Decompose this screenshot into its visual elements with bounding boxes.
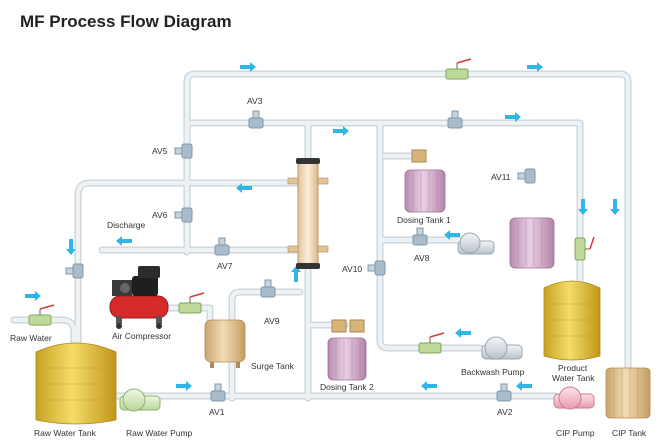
valve-av7[interactable] [214, 237, 230, 256]
valve-av6[interactable] [174, 207, 193, 223]
flow-arrow-right [176, 381, 192, 391]
dosing-pump-1[interactable] [457, 232, 495, 255]
air-compressor[interactable] [109, 266, 169, 329]
valve-av3[interactable] [248, 110, 264, 129]
label-dosing-tank-1: Dosing Tank 1 [397, 215, 451, 225]
flow-arrow-right [505, 112, 521, 122]
flow-arrow-right [240, 62, 256, 72]
flow-arrow-down [66, 239, 76, 255]
label-raw-water-pump: Raw Water Pump [126, 428, 193, 438]
manual-valve-raw-water[interactable] [28, 304, 55, 326]
flow-arrow-left [455, 328, 471, 338]
cip-tank[interactable] [605, 367, 651, 419]
label-product-water-tank-line1: Product [558, 363, 588, 373]
label-discharge: Discharge [107, 220, 146, 230]
backwash-tank[interactable] [509, 217, 555, 269]
valves [65, 110, 536, 402]
surge-tank[interactable] [204, 319, 246, 368]
label-raw-water-tank: Raw Water Tank [34, 428, 97, 438]
product-water-tank[interactable] [543, 280, 601, 361]
raw-water-tank[interactable] [35, 342, 117, 425]
label-av1: AV1 [209, 407, 225, 417]
label-cip-tank: CIP Tank [612, 428, 647, 438]
manual-valve-product[interactable] [574, 236, 595, 261]
valve-av1[interactable] [210, 383, 226, 402]
label-av8: AV8 [414, 253, 430, 263]
dosing-tank-1[interactable] [404, 149, 446, 213]
labels: AV1 AV2 AV3 AV5 AV6 AV7 AV8 AV9 AV10 AV1… [10, 96, 647, 438]
valve-raw-water-tank-inlet[interactable] [65, 263, 84, 279]
manual-valves [28, 58, 595, 354]
label-cip-pump: CIP Pump [556, 428, 595, 438]
valve-av8[interactable] [412, 227, 428, 246]
flow-arrow-left [421, 381, 437, 391]
flow-arrow-right [333, 126, 349, 136]
label-av3: AV3 [247, 96, 263, 106]
valve-av9[interactable] [260, 279, 276, 298]
label-dosing-tank-2: Dosing Tank 2 [320, 382, 374, 392]
label-backwash-pump: Backwash Pump [461, 367, 525, 377]
flow-arrows [25, 62, 620, 391]
label-av2: AV2 [497, 407, 513, 417]
valve-av10[interactable] [367, 260, 386, 276]
valve-av5[interactable] [174, 143, 193, 159]
diagram-title: MF Process Flow Diagram [20, 12, 232, 31]
label-av6: AV6 [152, 210, 168, 220]
flow-arrow-right [25, 291, 41, 301]
manual-valve-compressor[interactable] [178, 292, 205, 314]
backwash-pump[interactable] [481, 336, 523, 360]
label-av7: AV7 [217, 261, 233, 271]
flow-arrow-left [444, 230, 460, 240]
dosing-tank-2[interactable] [327, 319, 367, 381]
label-av10: AV10 [342, 264, 362, 274]
manual-valve-backwash[interactable] [418, 332, 445, 354]
raw-water-pump[interactable] [119, 388, 161, 412]
label-product-water-tank-line2: Water Tank [552, 373, 595, 383]
label-air-compressor: Air Compressor [112, 331, 171, 341]
label-av9: AV9 [264, 316, 280, 326]
label-av11: AV11 [491, 172, 511, 182]
label-surge-tank: Surge Tank [251, 361, 295, 371]
manual-valve-top[interactable] [445, 58, 472, 80]
label-av5: AV5 [152, 146, 168, 156]
valve-av11[interactable] [517, 168, 536, 184]
pipe-network [10, 70, 632, 402]
flow-arrow-left [116, 236, 132, 246]
flow-arrow-down [610, 199, 620, 215]
label-raw-water: Raw Water [10, 333, 52, 343]
membrane-module[interactable] [287, 158, 329, 269]
flow-arrow-left [516, 381, 532, 391]
cip-pump[interactable] [553, 386, 595, 410]
valve-av2[interactable] [496, 383, 512, 402]
flow-arrow-up [291, 266, 301, 282]
flow-arrow-down [578, 199, 588, 215]
flow-arrow-left [236, 183, 252, 193]
flow-arrow-right [527, 62, 543, 72]
valve-top-right[interactable] [447, 110, 463, 129]
